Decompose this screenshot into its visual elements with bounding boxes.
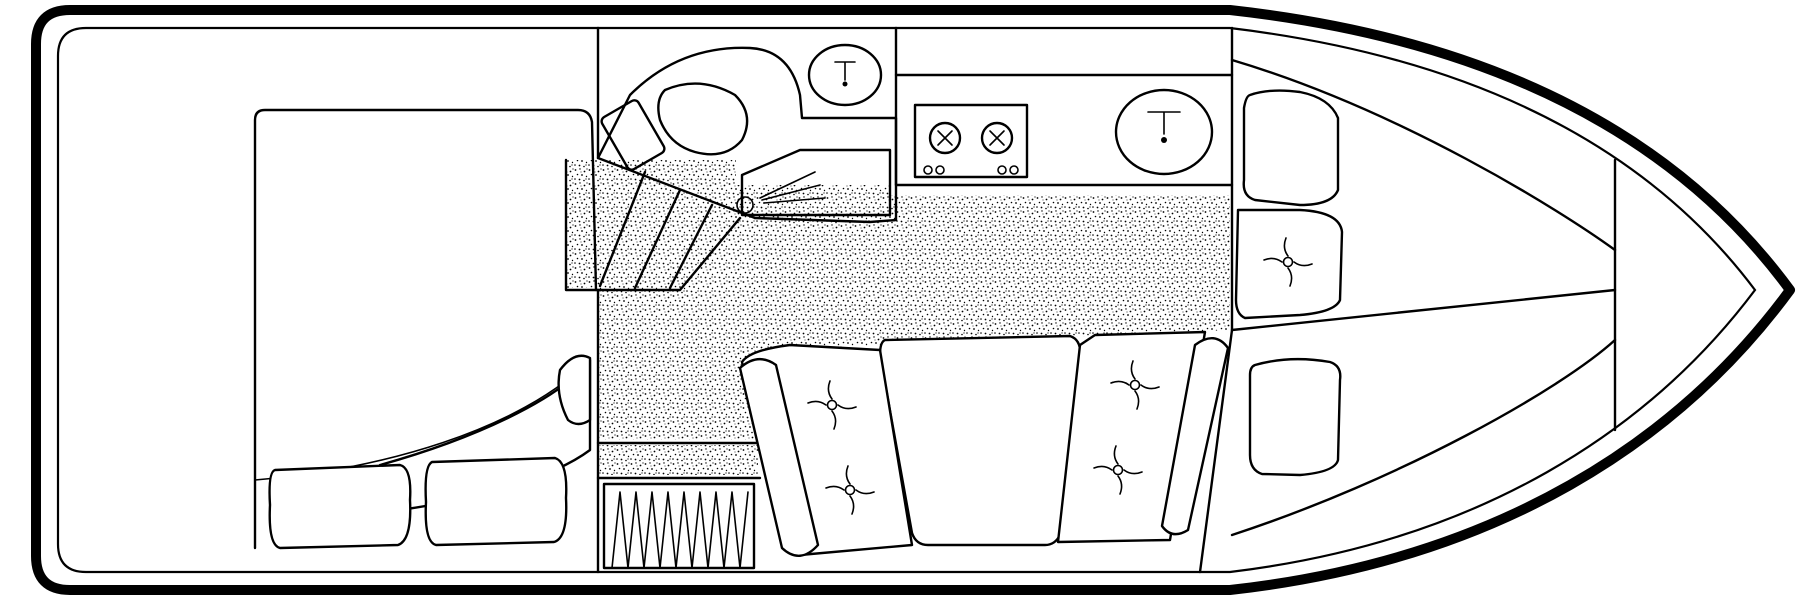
- forward-cushion-1: [1242, 89, 1340, 207]
- aft-bolster: [557, 354, 592, 426]
- stove-burners: [923, 121, 1019, 175]
- galley: [913, 88, 1214, 179]
- aft-cushion-1: [268, 463, 412, 550]
- closet-icon: [602, 482, 756, 570]
- dinette-backrest-left: [738, 358, 820, 557]
- dinette-backrest-right: [1160, 337, 1230, 536]
- dinette-table-icon: [878, 334, 1082, 547]
- cushion-icon: [807, 360, 1160, 515]
- toilet-icon: [657, 82, 749, 156]
- forward-cushion-3: [1248, 357, 1342, 477]
- aft-berth: [253, 108, 598, 550]
- shower-icon: [736, 148, 892, 217]
- stove-icon: [913, 103, 1029, 179]
- lower-carpet-strip: [598, 445, 758, 475]
- aft-cabin: [253, 108, 598, 550]
- dinette: [738, 330, 1230, 557]
- companionway-steps-icon: [564, 158, 742, 292]
- galley-sink-icon: [1114, 88, 1214, 176]
- toilet-tank: [600, 99, 666, 171]
- v-berth: [1230, 58, 1617, 537]
- aft-cushion-2: [424, 456, 568, 547]
- head-compartment: [596, 43, 898, 224]
- forward-cushion-2: [1234, 208, 1344, 320]
- sink-icon: [807, 43, 883, 107]
